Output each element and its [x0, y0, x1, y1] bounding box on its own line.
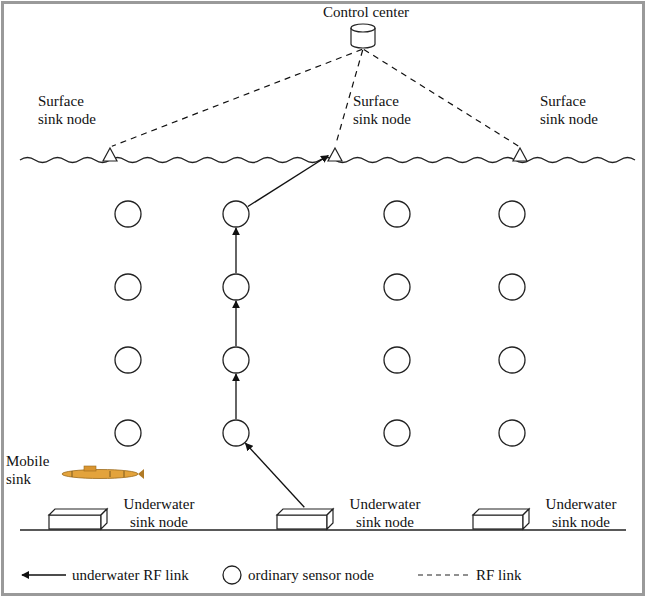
sensor-node	[384, 420, 410, 446]
node-symbol	[102, 147, 118, 162]
sensor-node	[384, 201, 410, 227]
underwater-sink-node: Underwater sink node	[472, 498, 626, 531]
surface-sink-node: Surface sink node	[510, 92, 614, 162]
sensor-node	[499, 274, 525, 300]
sensor-node	[223, 201, 249, 227]
sensor-node	[223, 347, 249, 373]
node-label: Underwater sink node	[340, 495, 430, 531]
node-symbol	[512, 147, 528, 162]
node-label: Surface sink node	[353, 92, 427, 128]
legend-text: underwater RF link	[72, 566, 189, 584]
underwater-sink-node: Underwater sink node	[276, 498, 430, 531]
sensor-node	[384, 347, 410, 373]
legend-text: ordinary sensor node	[248, 566, 374, 584]
underwater-sink-node: Underwater sink node	[48, 498, 204, 531]
mobile-sink-vehicle	[62, 466, 144, 479]
frame	[3, 3, 644, 595]
node-symbol	[276, 508, 334, 530]
sensor-node	[115, 201, 141, 227]
underwater-rf-link	[236, 156, 328, 508]
sensor-node	[115, 347, 141, 373]
legend-text: RF link	[476, 566, 521, 584]
node-label: Control center	[318, 3, 414, 21]
sensor-node	[223, 274, 249, 300]
surface-sink-node: Surface sink node	[325, 92, 427, 162]
sensor-node	[115, 420, 141, 446]
node-symbol	[327, 147, 343, 162]
node-symbol	[472, 508, 530, 530]
sensor-node	[499, 201, 525, 227]
sensor-node	[115, 274, 141, 300]
sensor-node	[223, 420, 249, 446]
rf-link	[112, 49, 362, 146]
node-label: Surface sink node	[38, 92, 112, 128]
surface-sink-node: Surface sink node	[38, 92, 118, 162]
node-label: Underwater sink node	[114, 495, 204, 531]
sensor-node	[499, 420, 525, 446]
control-center: Control center	[318, 3, 414, 49]
sensor-node	[384, 274, 410, 300]
legend-samples	[22, 566, 468, 584]
node-label: Surface sink node	[540, 92, 614, 128]
node-symbol	[48, 508, 108, 530]
sensor-node	[499, 347, 525, 373]
sensor-node-grid	[115, 201, 525, 446]
mobile-sink-label: Mobile sink	[6, 452, 58, 488]
node-label: Underwater sink node	[536, 495, 626, 531]
node-symbol	[350, 23, 376, 49]
